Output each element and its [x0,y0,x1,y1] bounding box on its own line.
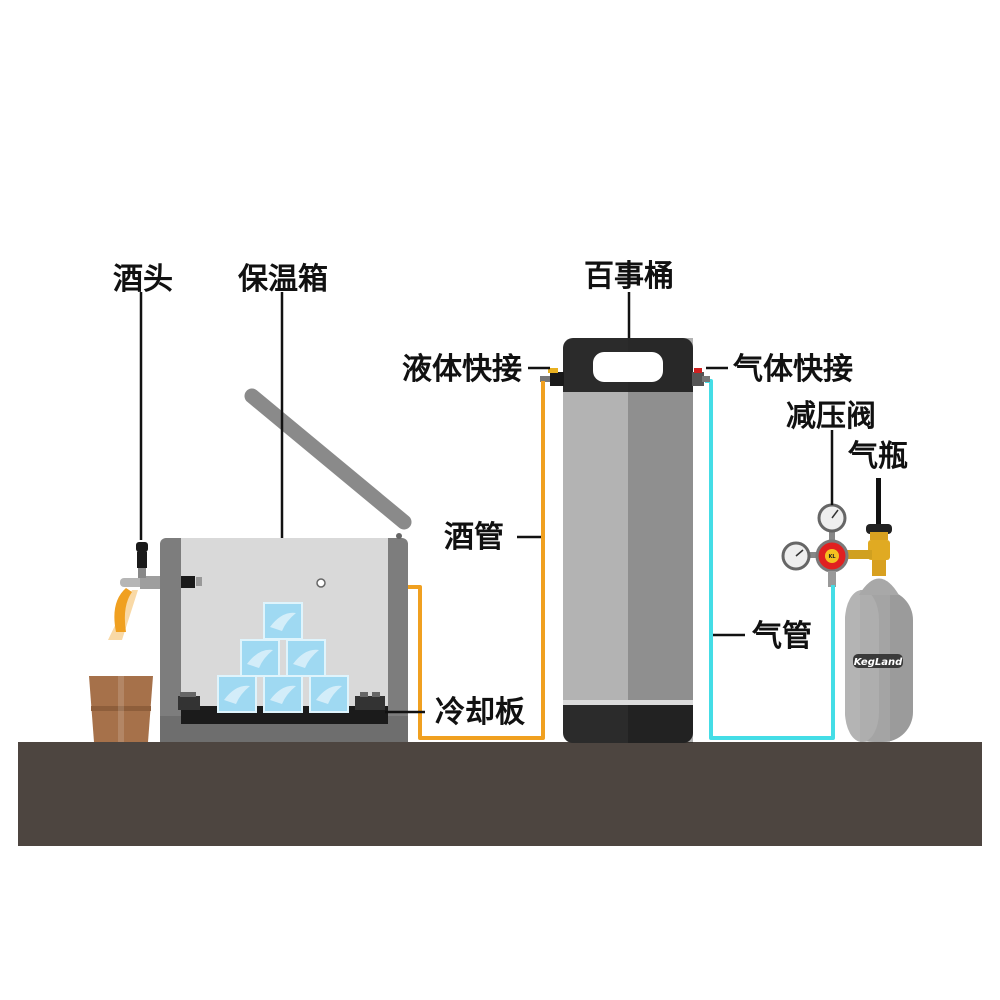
cylinder-brand-plate [853,654,903,668]
label-cold-plate: 冷却板 [435,695,525,730]
beer-cup [89,676,153,742]
beer-pour [114,588,132,632]
label-gas-cylinder: 气瓶 [848,439,908,474]
ground [18,742,982,846]
cooler-fittings [181,576,326,588]
liquid-connector [540,368,564,386]
label-keg: 百事桶 [584,259,674,294]
label-regulator: 减压阀 [786,399,876,434]
ice-cube [263,602,303,640]
regulator: KL [781,503,872,587]
keg [563,338,693,743]
label-liquid-connector: 液体快接 [402,352,522,387]
beer-tap [108,542,160,640]
label-beer-line: 酒管 [444,520,504,555]
gas-line [705,379,835,740]
label-gas-line: 气管 [752,619,812,654]
gas-cylinder: KegLand [845,558,913,742]
cylinder-brand-text: KegLand [854,657,903,668]
gas-connector [692,368,710,386]
ice-cubes [217,602,349,713]
ice-cube [217,675,257,713]
label-cooler: 保温箱 [238,262,328,297]
svg-text:KL: KL [828,554,836,560]
label-tap: 酒头 [113,262,173,297]
keg-handle [593,352,663,382]
label-gas-connector: 气体快接 [733,352,853,387]
cooler-lid [244,388,412,539]
